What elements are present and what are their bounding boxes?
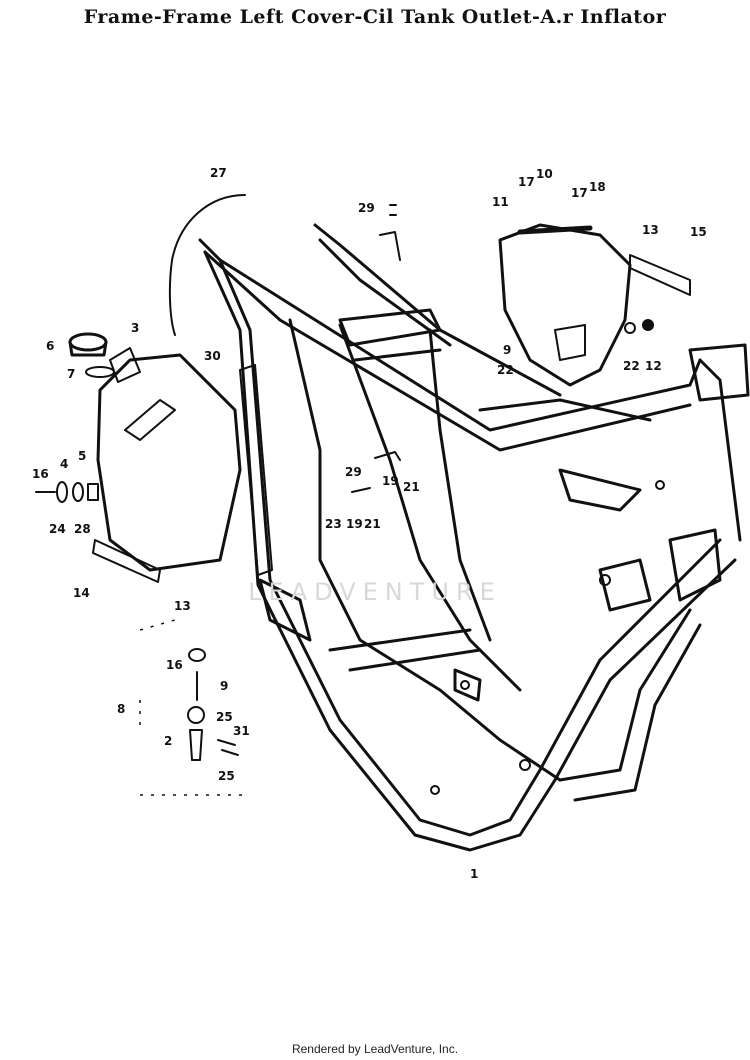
callout-16b: 16 bbox=[166, 658, 183, 672]
callout-9b: 9 bbox=[220, 679, 228, 693]
oil-tank-cap bbox=[68, 332, 115, 378]
callout-9: 9 bbox=[503, 343, 511, 357]
callout-25a: 25 bbox=[216, 710, 233, 724]
air-inflator bbox=[187, 648, 239, 761]
breather-hose bbox=[168, 194, 246, 336]
callout-22b: 22 bbox=[623, 359, 640, 373]
callout-13a: 13 bbox=[642, 223, 659, 237]
callout-12: 12 bbox=[645, 359, 662, 373]
left-cover bbox=[96, 347, 242, 572]
callout-29a: 29 bbox=[358, 201, 375, 215]
callout-3: 3 bbox=[131, 321, 139, 335]
callout-10a: 10 bbox=[536, 167, 553, 181]
callout-27: 27 bbox=[210, 166, 227, 180]
callout-16a: 16 bbox=[32, 467, 49, 481]
emblem-strip bbox=[629, 254, 691, 296]
callout-21b: 21 bbox=[364, 517, 381, 531]
callout-25b: 25 bbox=[218, 769, 235, 783]
callout-5: 5 bbox=[78, 449, 86, 463]
outlet-parts bbox=[35, 481, 99, 503]
tube-30 bbox=[239, 364, 273, 576]
callout-29b: 29 bbox=[345, 465, 362, 479]
emblem-strip-left bbox=[92, 539, 161, 583]
callout-1: 1 bbox=[470, 867, 478, 881]
callout-15: 15 bbox=[690, 225, 707, 239]
callout-31: 31 bbox=[233, 724, 250, 738]
callout-30: 30 bbox=[204, 349, 221, 363]
callout-4: 4 bbox=[60, 457, 68, 471]
callout-21a: 21 bbox=[403, 480, 420, 494]
callout-11: 11 bbox=[492, 195, 509, 209]
callout-14: 14 bbox=[73, 586, 90, 600]
footer-credit: Rendered by LeadVenture, Inc. bbox=[291, 1042, 459, 1056]
callout-18: 18 bbox=[589, 180, 606, 194]
callout-28: 28 bbox=[74, 522, 91, 536]
callout-19a: 19 bbox=[382, 474, 399, 488]
side-cover bbox=[498, 223, 632, 387]
callout-2: 2 bbox=[164, 734, 172, 748]
watermark: LEADVENTURE bbox=[248, 578, 502, 606]
callout-8: 8 bbox=[117, 702, 125, 716]
diagram-title: Frame-Frame Left Cover-Cil Tank Outlet-A… bbox=[83, 6, 667, 28]
callout-24: 24 bbox=[49, 522, 66, 536]
callout-17b: 17 bbox=[571, 186, 588, 200]
callout-6: 6 bbox=[46, 339, 54, 353]
callout-7: 7 bbox=[67, 367, 75, 381]
callout-13b: 13 bbox=[174, 599, 191, 613]
frame bbox=[198, 223, 750, 852]
callout-17a: 17 bbox=[518, 175, 535, 189]
callouts: 27 29 17 10 17 18 11 13 15 6 3 30 7 9 22… bbox=[32, 166, 707, 881]
hardware bbox=[351, 204, 665, 795]
inset-boundary bbox=[139, 619, 250, 796]
callout-22a: 22 bbox=[497, 363, 514, 377]
callout-19b: 19 bbox=[346, 517, 363, 531]
callout-23: 23 bbox=[325, 517, 342, 531]
